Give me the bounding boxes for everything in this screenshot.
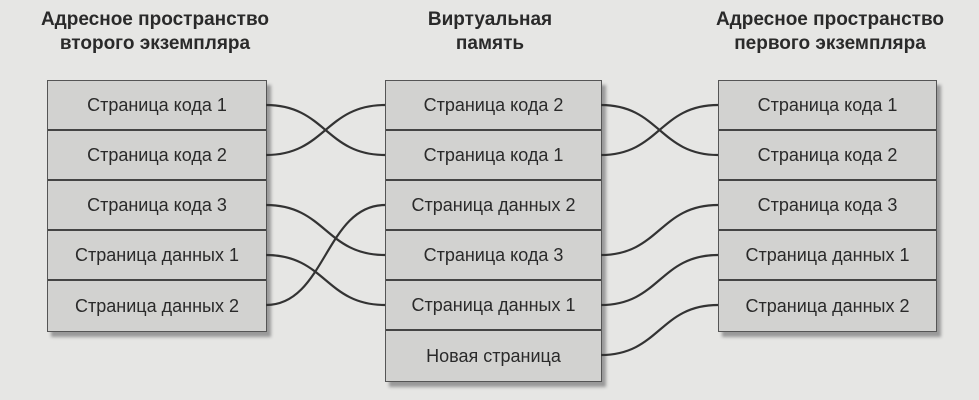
right-page: Страница кода 1 xyxy=(719,81,936,131)
right-page: Страница данных 2 xyxy=(745,295,910,316)
right-page: Страница кода 3 xyxy=(719,181,936,231)
left-page: Страница кода 3 xyxy=(48,181,266,231)
mapping-line xyxy=(265,253,386,307)
mapping-line xyxy=(600,103,719,157)
mapping-line xyxy=(265,203,386,307)
mapping-line xyxy=(600,303,719,357)
left-page: Страница кода 1 xyxy=(48,81,266,131)
mapping-line xyxy=(600,253,719,307)
right-page: Страница кода 2 xyxy=(719,131,936,181)
left-page: Страница данных 2 xyxy=(75,295,239,316)
virtual-page: Страница кода 3 xyxy=(386,231,601,281)
right-page: Страница данных 1 xyxy=(719,231,936,281)
left-page: Страница данных 1 xyxy=(48,231,266,281)
left-title: Адресное пространство второго экземпляра xyxy=(40,9,270,54)
middle-title: Виртуальная память xyxy=(427,9,553,54)
left-page: Страница кода 2 xyxy=(48,131,266,181)
mapping-line xyxy=(265,103,386,157)
virtual-page: Новая страница xyxy=(426,345,561,366)
mapping-line xyxy=(265,203,386,257)
virtual-page: Страница кода 2 xyxy=(386,81,601,131)
right-title: Адресное пространство первого экземпляра xyxy=(715,9,945,54)
virtual-page: Страница кода 1 xyxy=(386,131,601,181)
mapping-line xyxy=(600,203,719,257)
virtual-page: Страница данных 1 xyxy=(386,281,601,331)
virtual-page: Страница данных 2 xyxy=(386,181,601,231)
